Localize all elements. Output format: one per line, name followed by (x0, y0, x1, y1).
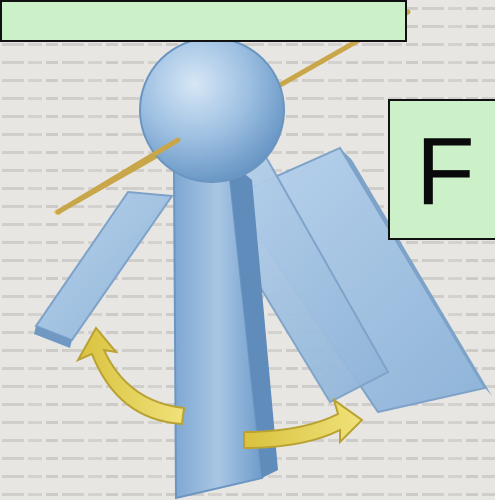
central-sphere (139, 37, 285, 183)
rotation-axis-rod-front (55, 137, 181, 215)
right-label-box: F (388, 99, 495, 240)
left-panel-edge (34, 326, 72, 348)
top-label-box (0, 0, 407, 42)
rotation-arrow-left (75, 326, 186, 426)
right-panel-edge (340, 148, 492, 396)
central-post-side (228, 160, 278, 478)
rotation-arrow-right (243, 397, 364, 450)
right-label-text: F (416, 118, 475, 225)
